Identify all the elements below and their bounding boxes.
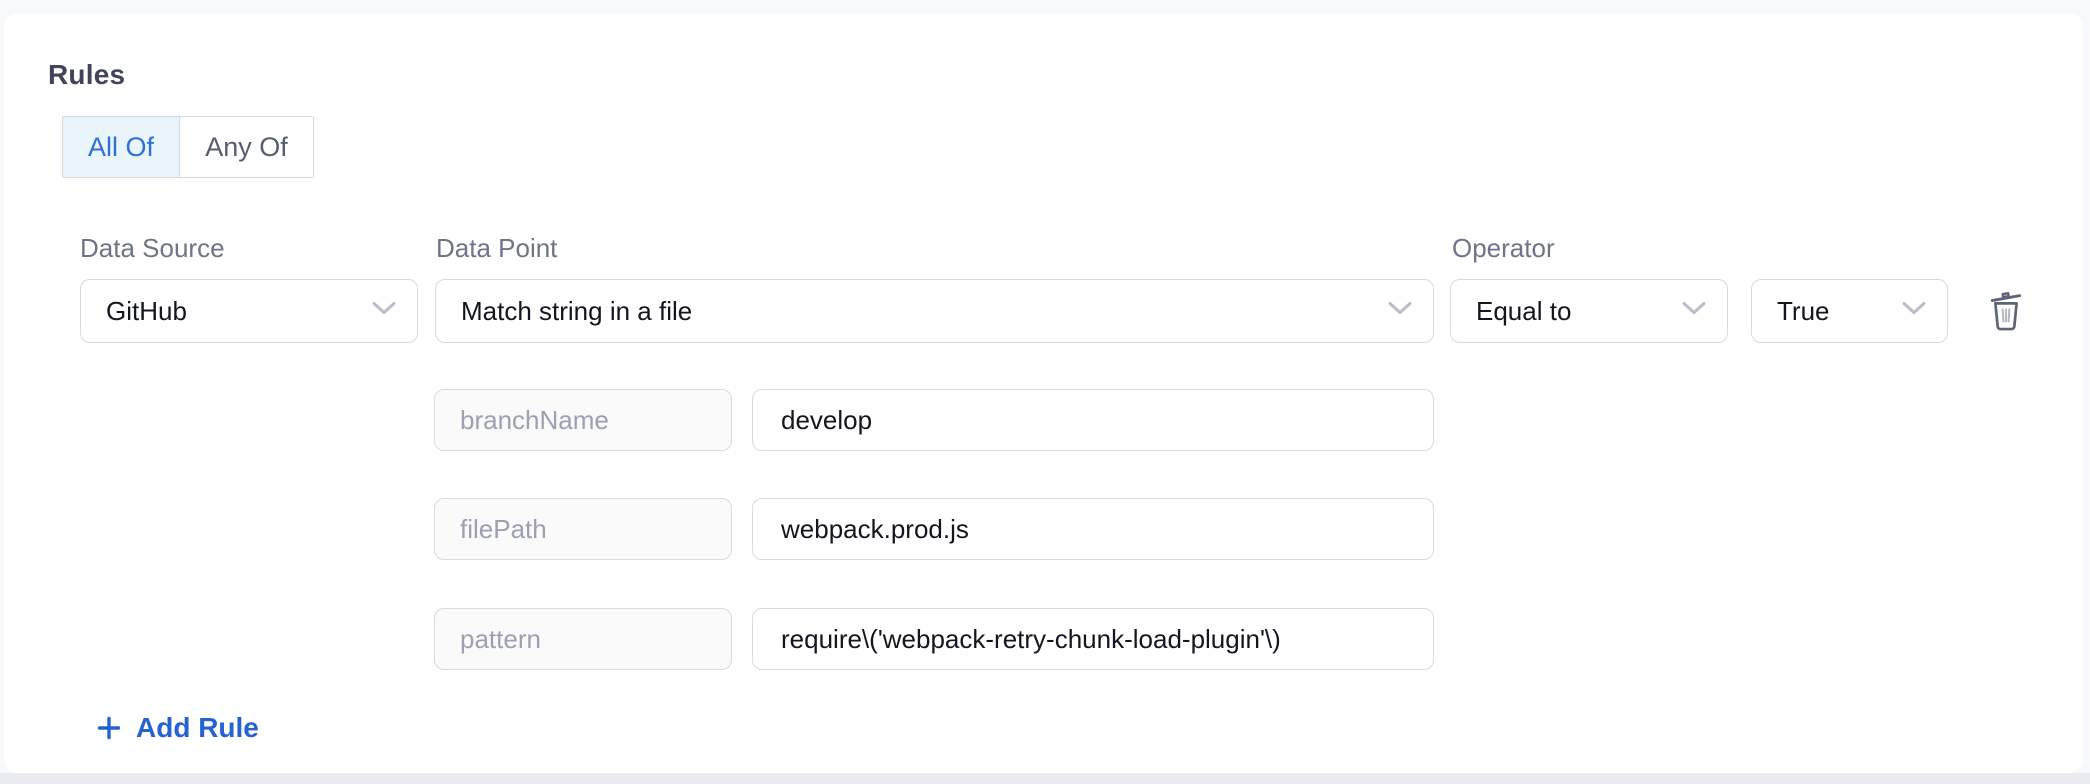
data-point-select[interactable]: Match string in a file: [435, 279, 1434, 343]
toggle-any-of[interactable]: Any Of: [180, 117, 313, 177]
param-key-pattern[interactable]: [434, 608, 732, 670]
param-key-filepath[interactable]: [434, 498, 732, 560]
operator-value-select-value: True: [1777, 295, 1830, 326]
trash-icon: [1987, 287, 2025, 338]
operator-label: Operator: [1452, 233, 1555, 263]
chevron-down-icon: [1387, 301, 1413, 322]
chevron-down-icon: [371, 301, 397, 322]
add-rule-button[interactable]: Add Rule: [97, 710, 259, 746]
operator-value-select[interactable]: True: [1751, 279, 1948, 343]
add-rule-label: Add Rule: [136, 712, 259, 743]
operator-select-value: Equal to: [1476, 295, 1572, 326]
data-point-label: Data Point: [436, 233, 558, 263]
match-mode-toggle: All Of Any Of: [62, 116, 314, 178]
operator-select[interactable]: Equal to: [1450, 279, 1728, 343]
chevron-down-icon: [1681, 301, 1707, 322]
data-point-select-value: Match string in a file: [461, 295, 693, 326]
param-key-branchname[interactable]: [434, 389, 732, 451]
toggle-all-of[interactable]: All Of: [63, 117, 180, 177]
data-source-select-value: GitHub: [106, 295, 187, 326]
delete-rule-button[interactable]: [1982, 285, 2030, 339]
data-source-label: Data Source: [80, 233, 225, 263]
rules-heading: Rules: [48, 59, 126, 90]
param-value-pattern[interactable]: [752, 608, 1434, 670]
data-source-select[interactable]: GitHub: [80, 279, 418, 343]
page-bottom-strip: [0, 773, 2090, 784]
plus-icon: [97, 716, 121, 740]
param-value-filepath[interactable]: [752, 498, 1434, 560]
rules-card: Rules All Of Any Of Data Source Data Poi…: [4, 13, 2083, 773]
chevron-down-icon: [1901, 301, 1927, 322]
param-value-branchname[interactable]: [752, 389, 1434, 451]
